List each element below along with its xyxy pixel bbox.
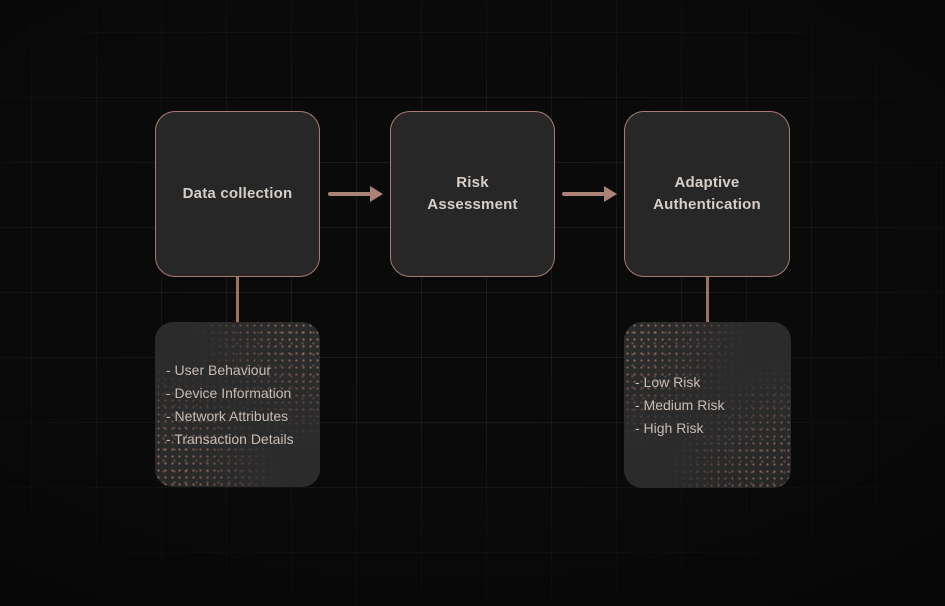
list-item: - User Behaviour bbox=[166, 361, 272, 378]
list-item: - Device Information bbox=[166, 384, 292, 401]
list-item: - High Risk bbox=[635, 419, 704, 436]
node-risk-assessment: Risk Assessment bbox=[390, 111, 555, 277]
list-item: - Low Risk bbox=[635, 373, 701, 390]
node-adaptive-authentication: Adaptive Authentication bbox=[624, 111, 790, 277]
detail-list-data-sources: - User Behaviour - Device Information - … bbox=[155, 322, 320, 487]
connector-line-data-collection bbox=[236, 277, 239, 323]
detail-box-risk-levels: - Low Risk - Medium Risk - High Risk bbox=[624, 322, 791, 488]
node-data-collection: Data collection bbox=[155, 111, 320, 277]
node-label-data-collection: Data collection bbox=[182, 185, 293, 202]
arrow-line bbox=[328, 192, 371, 196]
list-item: - Network Attributes bbox=[166, 407, 289, 424]
detail-list-risk-levels: - Low Risk - Medium Risk - High Risk bbox=[624, 322, 791, 488]
arrow-line bbox=[562, 192, 605, 196]
arrow-head bbox=[370, 186, 383, 202]
connector-line-adaptive-authentication bbox=[706, 277, 709, 323]
arrow-right-icon-2 bbox=[562, 185, 617, 203]
list-item: - Transaction Details bbox=[166, 430, 294, 447]
arrow-right-icon-1 bbox=[328, 185, 383, 203]
node-label-risk-assessment: Risk Assessment bbox=[427, 174, 518, 213]
list-item: - Medium Risk bbox=[635, 396, 725, 413]
arrow-head bbox=[604, 186, 617, 202]
detail-box-data-sources: - User Behaviour - Device Information - … bbox=[155, 322, 320, 487]
node-label-adaptive-authentication: Adaptive Authentication bbox=[653, 174, 761, 213]
